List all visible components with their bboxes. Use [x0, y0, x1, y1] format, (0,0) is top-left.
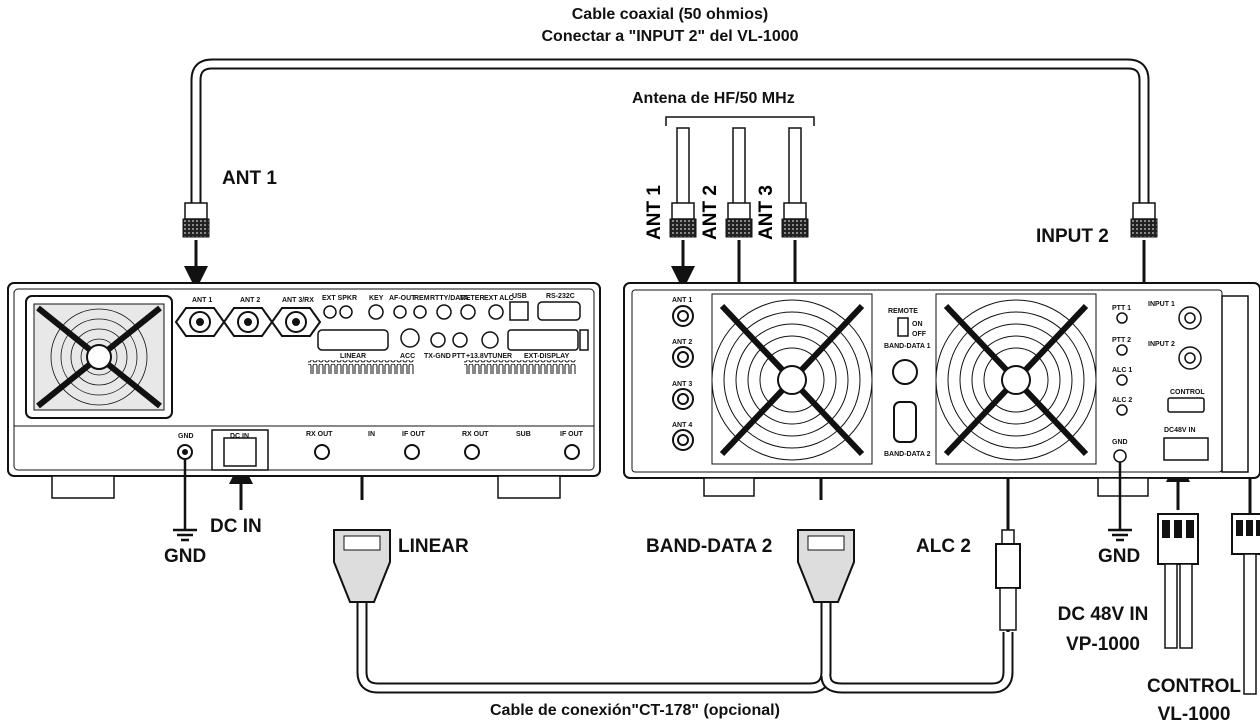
- ant2-label: ANT 2: [700, 185, 721, 240]
- tx-sub-label: SUB: [516, 431, 531, 438]
- tx-ext-spkr-label: EXT SPKR: [322, 295, 357, 302]
- amp-off-label: OFF: [912, 331, 927, 338]
- transceiver-rear-panel: ANT 1 ANT 2 ANT 3/RX EXT SPKR KEY AF-OUT…: [7, 282, 601, 499]
- control-label: CONTROL VL-1000: [1136, 676, 1252, 726]
- plug-ant2: [725, 202, 753, 238]
- amp-gnd-label: GND: [1112, 439, 1128, 446]
- tx-af-out-label: AF-OUT: [389, 295, 416, 302]
- dsub-plug-band-data2: [797, 529, 855, 603]
- tx-ifout2-label: IF OUT: [560, 431, 584, 438]
- band-data2-label: BAND-DATA 2: [646, 536, 773, 557]
- transceiver-fan: [25, 295, 173, 419]
- pl259-connectors: [182, 202, 1158, 238]
- tx-dcin-label: DC IN: [230, 433, 249, 440]
- amp-input2-label: INPUT 2: [1148, 341, 1175, 348]
- amp-ant4-label: ANT 4: [672, 422, 692, 429]
- tx-ptt-label: PTT: [452, 353, 466, 360]
- rca-plug-alc2: [995, 529, 1021, 631]
- tx-ext-alc-label: EXT ALC: [484, 295, 514, 302]
- gnd-right-label: GND: [1098, 546, 1141, 567]
- tx-138v-label: +13.8V: [466, 353, 489, 360]
- amp-fan-left: [711, 293, 873, 465]
- amp-ant1-label: ANT 1: [672, 297, 692, 304]
- ct178-cable-label: Cable de conexión"CT-178" (opcional): [490, 702, 780, 719]
- amp-band-data2-label: BAND-DATA 2: [884, 451, 931, 458]
- linear-label: LINEAR: [398, 536, 469, 557]
- tx-rtty-label: RTTY/DATA: [430, 295, 469, 302]
- dc48-label-line2: VP-1000: [1066, 634, 1140, 655]
- control-plug: [1231, 513, 1260, 695]
- amp-fan-right: [935, 293, 1097, 465]
- amp-control-label: CONTROL: [1170, 389, 1205, 396]
- tx-rem-label: REM: [414, 295, 430, 302]
- dc48-label-line1: DC 48V IN: [1057, 604, 1149, 625]
- tx-acc-label: ACC: [400, 353, 415, 360]
- ct178-cable: [356, 600, 1014, 694]
- tx-linear-label: LINEAR: [340, 353, 366, 360]
- gnd-left-label: GND: [164, 546, 207, 567]
- ant1-label: ANT 1: [644, 185, 665, 240]
- control-label-line1: CONTROL: [1147, 676, 1241, 697]
- tx-rs232c-label: RS-232C: [546, 293, 575, 300]
- coax-cable-title-line1: Cable coaxial (50 ohmios): [571, 6, 769, 23]
- dsub-plug-linear: [333, 529, 391, 603]
- tx-gnd-label: GND: [178, 433, 194, 440]
- tx-ifout1-label: IF OUT: [402, 431, 426, 438]
- tx-ant3-label: ANT 3/RX: [282, 297, 314, 304]
- ground-symbol-left: [173, 460, 197, 542]
- amp-dc48-label: DC48V IN: [1164, 427, 1196, 434]
- tx-rxout2-label: RX OUT: [462, 431, 489, 438]
- amp-input1-label: INPUT 1: [1148, 301, 1175, 308]
- coax-cable-top: [190, 58, 1150, 205]
- ground-symbol-right: [1108, 462, 1132, 542]
- tx-in-label: IN: [368, 431, 375, 438]
- plug-input2: [1130, 202, 1158, 238]
- amp-ant3-label: ANT 3: [672, 381, 692, 388]
- coax-cable-title: Cable coaxial (50 ohmios) Conectar a "IN…: [430, 6, 910, 46]
- amplifier-rear-panel: ANT 1 ANT 2 ANT 3 ANT 4 REMOTE ON OFF BA…: [623, 282, 1260, 497]
- antenna-bracket: [665, 116, 815, 126]
- tx-ext-display-label: EXT-DISPLAY: [524, 353, 570, 360]
- tx-ant2-label: ANT 2: [240, 297, 260, 304]
- antenna-label: Antena de HF/50 MHz: [632, 90, 795, 107]
- amp-band-data1-label: BAND-DATA 1: [884, 343, 931, 350]
- plug-ant1: [669, 202, 697, 238]
- transceiver-ant-jacks: [174, 307, 322, 337]
- ant3-label: ANT 3: [756, 185, 777, 240]
- amp-ant2-label: ANT 2: [672, 339, 692, 346]
- power-plug-dc48: [1157, 513, 1199, 649]
- amp-remote-label: REMOTE: [888, 308, 918, 315]
- tx-usb-label: USB: [512, 293, 527, 300]
- tx-txgnd-label: TX-GND: [424, 353, 451, 360]
- tx-tuner-label: TUNER: [488, 353, 512, 360]
- control-label-line2: VL-1000: [1157, 704, 1231, 725]
- amp-ptt2-label: PTT 2: [1112, 337, 1131, 344]
- amp-ptt1-label: PTT 1: [1112, 305, 1131, 312]
- amp-alc2-label: ALC 2: [1112, 397, 1132, 404]
- tx-ant1-label: ANT 1: [192, 297, 212, 304]
- dc-in-label: DC IN: [210, 516, 262, 537]
- ant1-left-label: ANT 1: [222, 168, 277, 189]
- alc2-label: ALC 2: [916, 536, 971, 557]
- plug-ant1-left: [182, 202, 210, 238]
- tx-meter-label: METER: [460, 295, 485, 302]
- input2-label: INPUT 2: [1036, 226, 1109, 247]
- antenna-cables: [676, 127, 802, 205]
- coax-cable-title-line2: Conectar a "INPUT 2" del VL-1000: [541, 28, 799, 45]
- dc48-label: DC 48V IN VP-1000: [1048, 604, 1158, 656]
- amp-alc1-label: ALC 1: [1112, 367, 1132, 374]
- plug-ant3: [781, 202, 809, 238]
- tx-key-label: KEY: [369, 295, 384, 302]
- transceiver-small-jacks: [317, 301, 589, 351]
- amp-on-label: ON: [912, 321, 923, 328]
- tx-rxout1-label: RX OUT: [306, 431, 333, 438]
